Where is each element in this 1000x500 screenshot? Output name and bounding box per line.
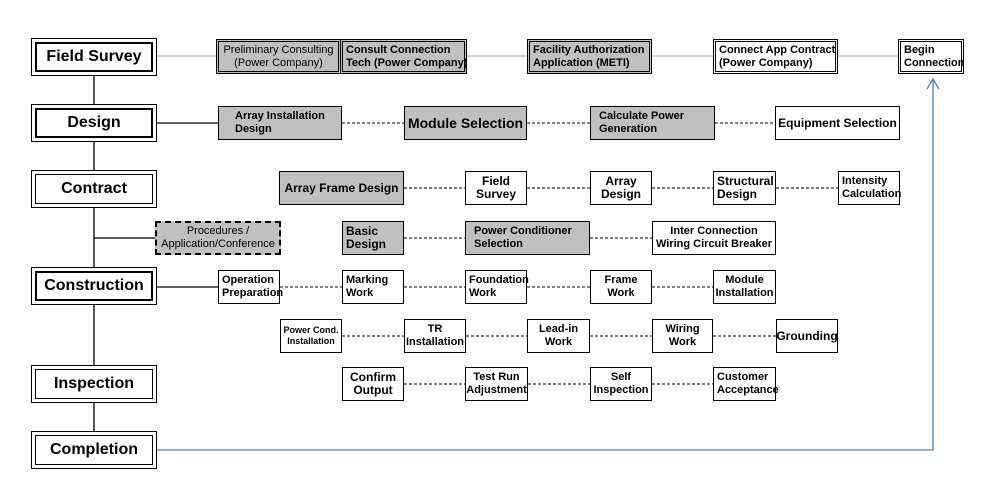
preliminary-consulting-box: Preliminary Consulting(Power Company) xyxy=(216,39,341,74)
procedures-box: Procedures /Application/Conference xyxy=(155,221,281,255)
phase-field-survey: Field Survey xyxy=(31,38,157,76)
module-selection-box: Module Selection xyxy=(404,106,527,140)
phase-completion: Completion xyxy=(31,431,157,469)
connect-app-contract-box: Connect App Contract(Power Company) xyxy=(713,39,838,74)
completion-arrow-line xyxy=(157,80,934,451)
phase-inspection: Inspection xyxy=(31,365,157,403)
equipment-selection-box: Equipment Selection xyxy=(775,106,900,140)
arrow-head-icon xyxy=(926,77,940,90)
array-frame-design-box: Array Frame Design xyxy=(279,171,404,205)
grounding-box: Grounding xyxy=(776,319,838,353)
phase-construction: Construction xyxy=(31,267,157,305)
power-cond-installation-box: Power Cond.Installation xyxy=(280,319,342,353)
phase-contract: Contract xyxy=(31,170,157,208)
phase-design: Design xyxy=(31,104,157,142)
